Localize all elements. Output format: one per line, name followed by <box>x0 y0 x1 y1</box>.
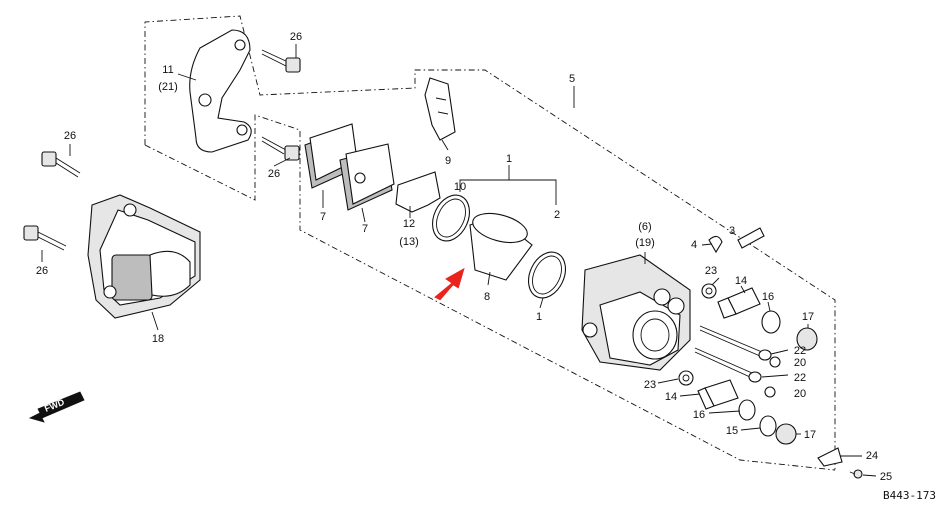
callout-11: 11 <box>162 64 173 76</box>
cap-17-upper <box>796 327 818 351</box>
callout-26: 26 <box>36 265 48 277</box>
pointer-arrow <box>434 267 465 301</box>
bolt-26-left-lower <box>23 225 67 251</box>
boot-16-lower <box>738 399 756 421</box>
caliper-bracket-part <box>189 29 252 153</box>
callout-26: 26 <box>268 168 280 180</box>
brake-pad-7-right <box>339 143 395 211</box>
callout-14: 14 <box>735 275 747 287</box>
callout-17: 17 <box>802 311 814 323</box>
callout-labels: 26 11 (21) 5 26 9 1 26 10 2 7 7 12 (6) 3… <box>36 31 892 483</box>
callout-10: 10 <box>454 181 466 193</box>
callout-24: 24 <box>866 450 878 462</box>
boot-15-lower <box>759 415 777 437</box>
callout-23: 23 <box>705 265 717 277</box>
callout-5: 5 <box>569 73 575 85</box>
callout-1: 1 <box>536 311 542 323</box>
assembly-outline-inner <box>144 114 836 471</box>
caliper-body-part <box>581 254 691 371</box>
fwd-direction-arrow: FWD <box>28 391 85 423</box>
callout-18: 18 <box>152 333 164 345</box>
piston-8-part <box>469 212 533 281</box>
callout-8: 8 <box>484 291 490 303</box>
callout-20: 20 <box>794 388 806 400</box>
seal-10-part <box>432 194 470 242</box>
assembly-outline-5 <box>144 15 836 470</box>
callout-20: 20 <box>794 357 806 369</box>
callout-26: 26 <box>64 130 76 142</box>
callout-7: 7 <box>320 211 326 223</box>
pin-22-lower <box>694 347 762 383</box>
clip-24-part <box>817 447 843 467</box>
washer-23-lower <box>678 370 694 386</box>
callout-23: 23 <box>644 379 656 391</box>
boot-16-upper <box>761 310 781 334</box>
cap-17-lower <box>775 423 797 445</box>
bolt-26-left-upper <box>41 151 81 178</box>
callout-19: (19) <box>635 237 655 249</box>
callout-1: 1 <box>506 153 512 165</box>
caliper-assembly-part <box>87 194 201 319</box>
callout-16: 16 <box>693 409 705 421</box>
washer-23-upper <box>701 283 717 299</box>
callout-6: (6) <box>638 221 651 233</box>
callout-13: (13) <box>399 236 419 248</box>
callout-3: 3 <box>729 225 735 237</box>
washer-20-lower <box>764 386 776 398</box>
callout-16: 16 <box>762 291 774 303</box>
callout-22: 22 <box>794 372 806 384</box>
callout-22: 22 <box>794 345 806 357</box>
slide-pin-14-upper <box>717 287 761 319</box>
callout-17: 17 <box>804 429 816 441</box>
assembly-outlines <box>144 15 836 471</box>
pad-spring-part <box>395 171 441 213</box>
callout-14: 14 <box>665 391 677 403</box>
callout-9: 9 <box>445 155 451 167</box>
callout-26: 26 <box>290 31 302 43</box>
callout-21: (21) <box>158 81 178 93</box>
bleeder-cap-part <box>708 235 723 254</box>
pad-retainer-part <box>424 77 456 141</box>
pin-22-upper <box>699 325 772 361</box>
slide-pin-14-lower <box>697 379 739 410</box>
bolt-26-top <box>261 49 301 73</box>
bleeder-valve-part <box>737 227 765 249</box>
callout-15: 15 <box>726 425 738 437</box>
callout-7: 7 <box>362 223 368 235</box>
leader-lines <box>41 44 877 477</box>
seal-2-part <box>528 251 566 299</box>
bolt-26-middle <box>261 136 300 161</box>
washer-20-upper <box>769 356 781 368</box>
diagram-code: B443-173 <box>883 489 936 502</box>
callout-2: 2 <box>554 209 560 221</box>
screw-25-part <box>849 469 863 479</box>
callout-25: 25 <box>880 471 892 483</box>
callout-12: 12 <box>403 218 415 230</box>
callout-4: 4 <box>691 239 697 251</box>
